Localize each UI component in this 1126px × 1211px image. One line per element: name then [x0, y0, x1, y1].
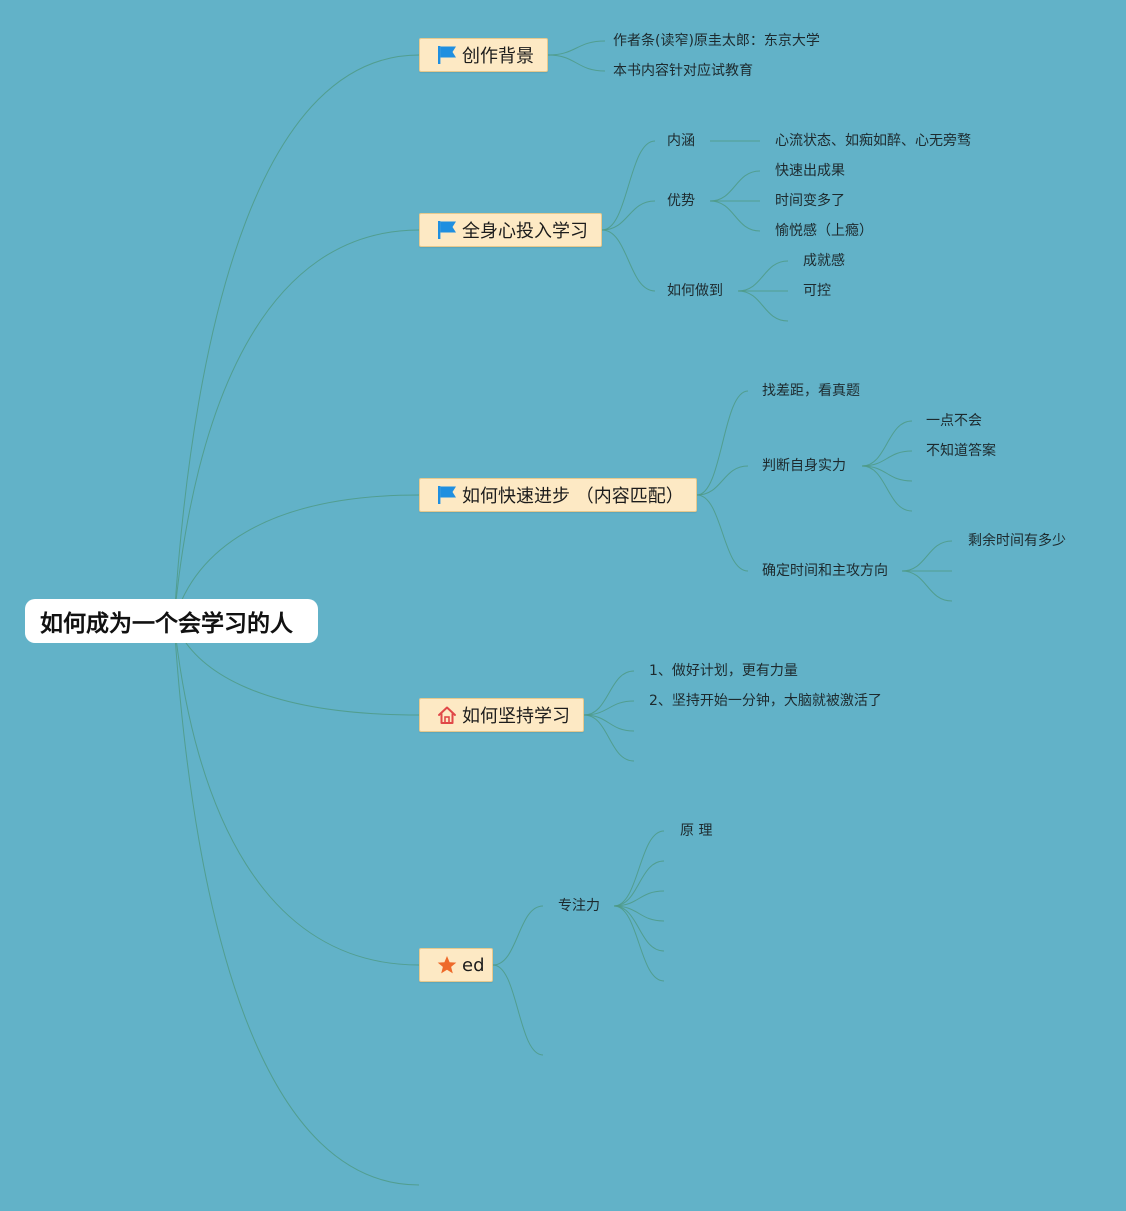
- sub-topic-focus[interactable]: 专注力: [558, 898, 600, 914]
- leaf-controllable[interactable]: 可控: [803, 283, 831, 299]
- connector-line: [613, 830, 665, 907]
- connector-line: [547, 54, 606, 72]
- leaf-know-nothing[interactable]: 一点不会: [926, 413, 982, 429]
- connector-line: [583, 700, 635, 716]
- connector-line: [583, 714, 635, 762]
- connector-line: [696, 494, 749, 572]
- branch-label: ed: [462, 954, 485, 976]
- connector-line: [861, 450, 913, 467]
- connector-line: [861, 465, 913, 512]
- connector-line: [173, 620, 420, 1186]
- sub-topic-advantages[interactable]: 优势: [667, 193, 695, 209]
- connector-line: [613, 905, 665, 922]
- sub-topic-time-direction[interactable]: 确定时间和主攻方向: [762, 563, 888, 579]
- connector-line: [861, 420, 913, 467]
- connector-line: [901, 570, 953, 602]
- connector-line: [861, 465, 913, 482]
- connector-line: [583, 714, 635, 732]
- connector-line: [601, 200, 656, 231]
- connector-line: [613, 860, 665, 907]
- leaf-author[interactable]: 作者条(读窄)原圭太郎：东京大学: [613, 33, 820, 49]
- sub-topic-meaning[interactable]: 内涵: [667, 133, 695, 149]
- connector-line: [601, 229, 656, 292]
- connector-line: [173, 494, 420, 622]
- flag-icon: [436, 44, 458, 66]
- sub-topic-how-to[interactable]: 如何做到: [667, 283, 723, 299]
- connector-line: [173, 229, 420, 622]
- connector-line: [737, 290, 789, 322]
- branch-topic-ed[interactable]: ed: [419, 948, 493, 982]
- connector-line: [901, 540, 953, 572]
- branch-topic-persistence[interactable]: 如何坚持学习: [419, 698, 584, 732]
- flag-icon: [436, 219, 458, 241]
- connector-line: [709, 170, 761, 202]
- branch-label: 创作背景: [462, 46, 534, 67]
- connector-line: [173, 54, 420, 622]
- leaf-fast-results[interactable]: 快速出成果: [775, 163, 845, 179]
- leaf-remaining-time[interactable]: 剩余时间有多少: [968, 533, 1066, 549]
- home-icon: [436, 704, 458, 726]
- connector-line: [492, 964, 544, 1056]
- branch-label: 全身心投入学习: [462, 221, 588, 242]
- leaf-start-one-minute[interactable]: 2、坚持开始一分钟，大脑就被激活了: [649, 693, 882, 709]
- branch-label: 如何坚持学习: [462, 706, 570, 727]
- connector-line: [173, 620, 420, 966]
- branch-label: 如何快速进步 （内容匹配）: [462, 486, 684, 507]
- leaf-make-plan[interactable]: 1、做好计划，更有力量: [649, 663, 798, 679]
- branch-topic-full-immersion[interactable]: 全身心投入学习: [419, 213, 602, 247]
- root-topic[interactable]: 如何成为一个会学习的人: [25, 599, 318, 643]
- connector-line: [601, 140, 656, 231]
- root-topic-label: 如何成为一个会学习的人: [40, 611, 293, 637]
- connector-line: [696, 390, 749, 496]
- connector-line: [492, 905, 544, 966]
- star-icon: [436, 954, 458, 976]
- leaf-find-gap[interactable]: 找差距，看真题: [762, 383, 860, 399]
- leaf-more-time[interactable]: 时间变多了: [775, 193, 845, 209]
- leaf-pleasure[interactable]: 愉悦感（上瘾）: [775, 223, 873, 239]
- connector-line: [613, 905, 665, 952]
- connector-line: [547, 40, 606, 56]
- connector-line: [583, 670, 635, 716]
- flag-icon: [436, 484, 458, 506]
- connector-line: [613, 905, 665, 982]
- connector-line: [613, 890, 665, 907]
- leaf-principle[interactable]: 原 理: [680, 823, 713, 839]
- connector-line: [709, 200, 761, 232]
- sub-topic-self-assessment[interactable]: 判断自身实力: [762, 458, 846, 474]
- connector-line: [737, 260, 789, 292]
- leaf-book-content[interactable]: 本书内容针对应试教育: [613, 63, 753, 79]
- branch-topic-fast-progress[interactable]: 如何快速进步 （内容匹配）: [419, 478, 697, 512]
- leaf-dont-know-answer[interactable]: 不知道答案: [926, 443, 996, 459]
- branch-topic-creation-background[interactable]: 创作背景: [419, 38, 548, 72]
- connector-line: [696, 465, 749, 496]
- leaf-achievement[interactable]: 成就感: [803, 253, 845, 269]
- leaf-flow-state[interactable]: 心流状态、如痴如醉、心无旁骛: [775, 133, 971, 149]
